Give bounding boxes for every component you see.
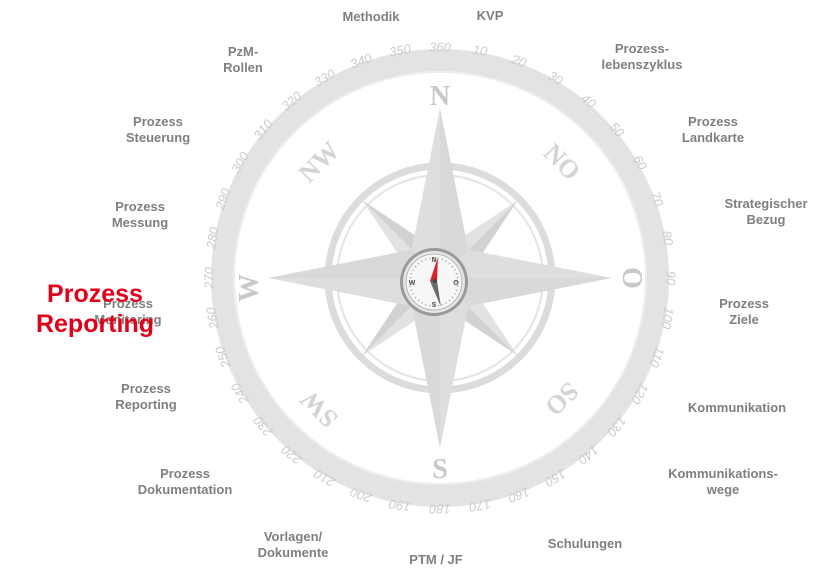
main-point-left xyxy=(268,278,440,307)
main-point-left xyxy=(411,108,440,278)
mini-tick xyxy=(445,260,447,263)
mini-tick xyxy=(453,293,456,295)
degree-tick-label: 100 xyxy=(658,306,677,331)
degree-tick-label: 180 xyxy=(428,502,450,517)
mini-tick xyxy=(425,258,427,261)
label-prozess-dokumentation: Prozess Dokumentation xyxy=(137,466,233,497)
degree-tick-label: 270 xyxy=(201,266,216,289)
direction-northeast: NO xyxy=(538,138,586,186)
degree-tick-label: 260 xyxy=(203,305,222,331)
label-prozess-reporting: Prozess Reporting xyxy=(115,381,177,412)
label-kvp: KVP xyxy=(476,8,504,23)
mini-tick xyxy=(417,262,420,265)
needle-south xyxy=(430,281,441,307)
label-methodik: Methodik xyxy=(342,9,400,24)
label-vorlagen-dokumente: Vorlagen/ Dokumente xyxy=(257,529,329,560)
degree-tick-label: 20 xyxy=(509,51,529,71)
degree-tick-label: 350 xyxy=(388,41,413,60)
secondary-point-right xyxy=(362,200,440,278)
mini-tick xyxy=(414,296,417,299)
outer-dial-ring xyxy=(211,49,669,507)
direction-southeast: SO xyxy=(539,376,584,421)
mini-letter-s: S xyxy=(432,302,437,309)
mini-tick xyxy=(455,273,458,275)
main-point-right xyxy=(440,108,469,278)
degree-tick-label: 90 xyxy=(664,271,679,286)
label-kommunikation: Kommunikation xyxy=(687,400,787,415)
degree-tick-label: 70 xyxy=(648,190,667,209)
label-strategischer-bezug: Strategischer Bezug xyxy=(724,196,808,227)
degree-tick-label: 10 xyxy=(472,42,490,59)
mini-tick xyxy=(421,301,423,304)
main-star xyxy=(268,108,612,448)
secondary-point-left xyxy=(440,200,518,278)
degree-tick-label: 160 xyxy=(506,484,532,506)
main-point-right xyxy=(268,249,440,278)
mini-tick xyxy=(412,269,415,271)
degree-tick-label: 280 xyxy=(203,225,222,251)
mini-tick xyxy=(455,289,458,291)
mini-tick xyxy=(410,289,413,291)
needle-pivot xyxy=(433,279,437,283)
direction-southwest: SW xyxy=(294,384,343,433)
mini-tick xyxy=(417,299,420,302)
mini-letter-o: O xyxy=(453,280,459,287)
label-prozess-ziele: Prozess Ziele xyxy=(719,296,769,327)
direction-west: W xyxy=(234,274,265,302)
outer-dial-inner-edge xyxy=(233,71,647,485)
mini-tick xyxy=(448,299,451,302)
needle-north xyxy=(430,257,438,281)
direction-south: S xyxy=(432,454,448,485)
mini-tick xyxy=(445,301,447,304)
mini-tick xyxy=(412,293,415,295)
direction-north: N xyxy=(430,81,450,112)
label-schulungen: Schulungen xyxy=(547,536,623,551)
label-kommunikationswege: Kommunikations- wege xyxy=(668,466,778,497)
mini-tick xyxy=(410,273,413,275)
label-prozess-steuerung: Prozess Steuerung xyxy=(125,114,191,145)
mini-letter-n: N xyxy=(431,257,436,264)
label-ptm-jf: PTM / JF xyxy=(409,552,463,567)
mini-tick xyxy=(441,303,443,306)
label-pzm-rollen: PzM- Rollen xyxy=(223,44,263,75)
mini-tick xyxy=(414,265,417,268)
main-point-right xyxy=(411,278,440,448)
degree-tick-label: 170 xyxy=(467,496,492,515)
mini-tick xyxy=(448,262,451,265)
mini-compass: N O S W xyxy=(400,248,468,316)
mini-tick xyxy=(451,296,454,299)
label-prozess-monitoring: Prozess Monitoring xyxy=(94,296,162,327)
highlight-prozess-reporting: Prozess Reporting xyxy=(35,280,155,338)
mini-tick xyxy=(441,258,443,261)
degree-tick-label: 340 xyxy=(348,50,374,72)
mini-tick xyxy=(425,303,427,306)
degree-tick-label: 360 xyxy=(429,39,451,54)
main-point-left xyxy=(440,249,612,278)
mini-tick xyxy=(421,260,423,263)
direction-east: O xyxy=(616,267,647,289)
degree-tick-label: 190 xyxy=(387,496,412,515)
main-point-right xyxy=(440,278,612,307)
mini-letter-w: W xyxy=(409,280,416,287)
direction-northwest: NW xyxy=(293,136,345,188)
label-prozess-landkarte: Prozess Landkarte xyxy=(681,114,745,145)
mini-tick xyxy=(453,269,456,271)
degree-tick-label: 110 xyxy=(646,345,667,370)
degree-tick-label: 80 xyxy=(659,229,676,247)
mini-tick xyxy=(451,265,454,268)
mini-compass-ticks xyxy=(409,257,459,307)
label-prozess-messung: Prozess Messung xyxy=(111,199,169,230)
main-point-left xyxy=(440,278,469,448)
label-prozess-lebenszyklus: Prozess- lebenszyklus xyxy=(601,41,683,72)
